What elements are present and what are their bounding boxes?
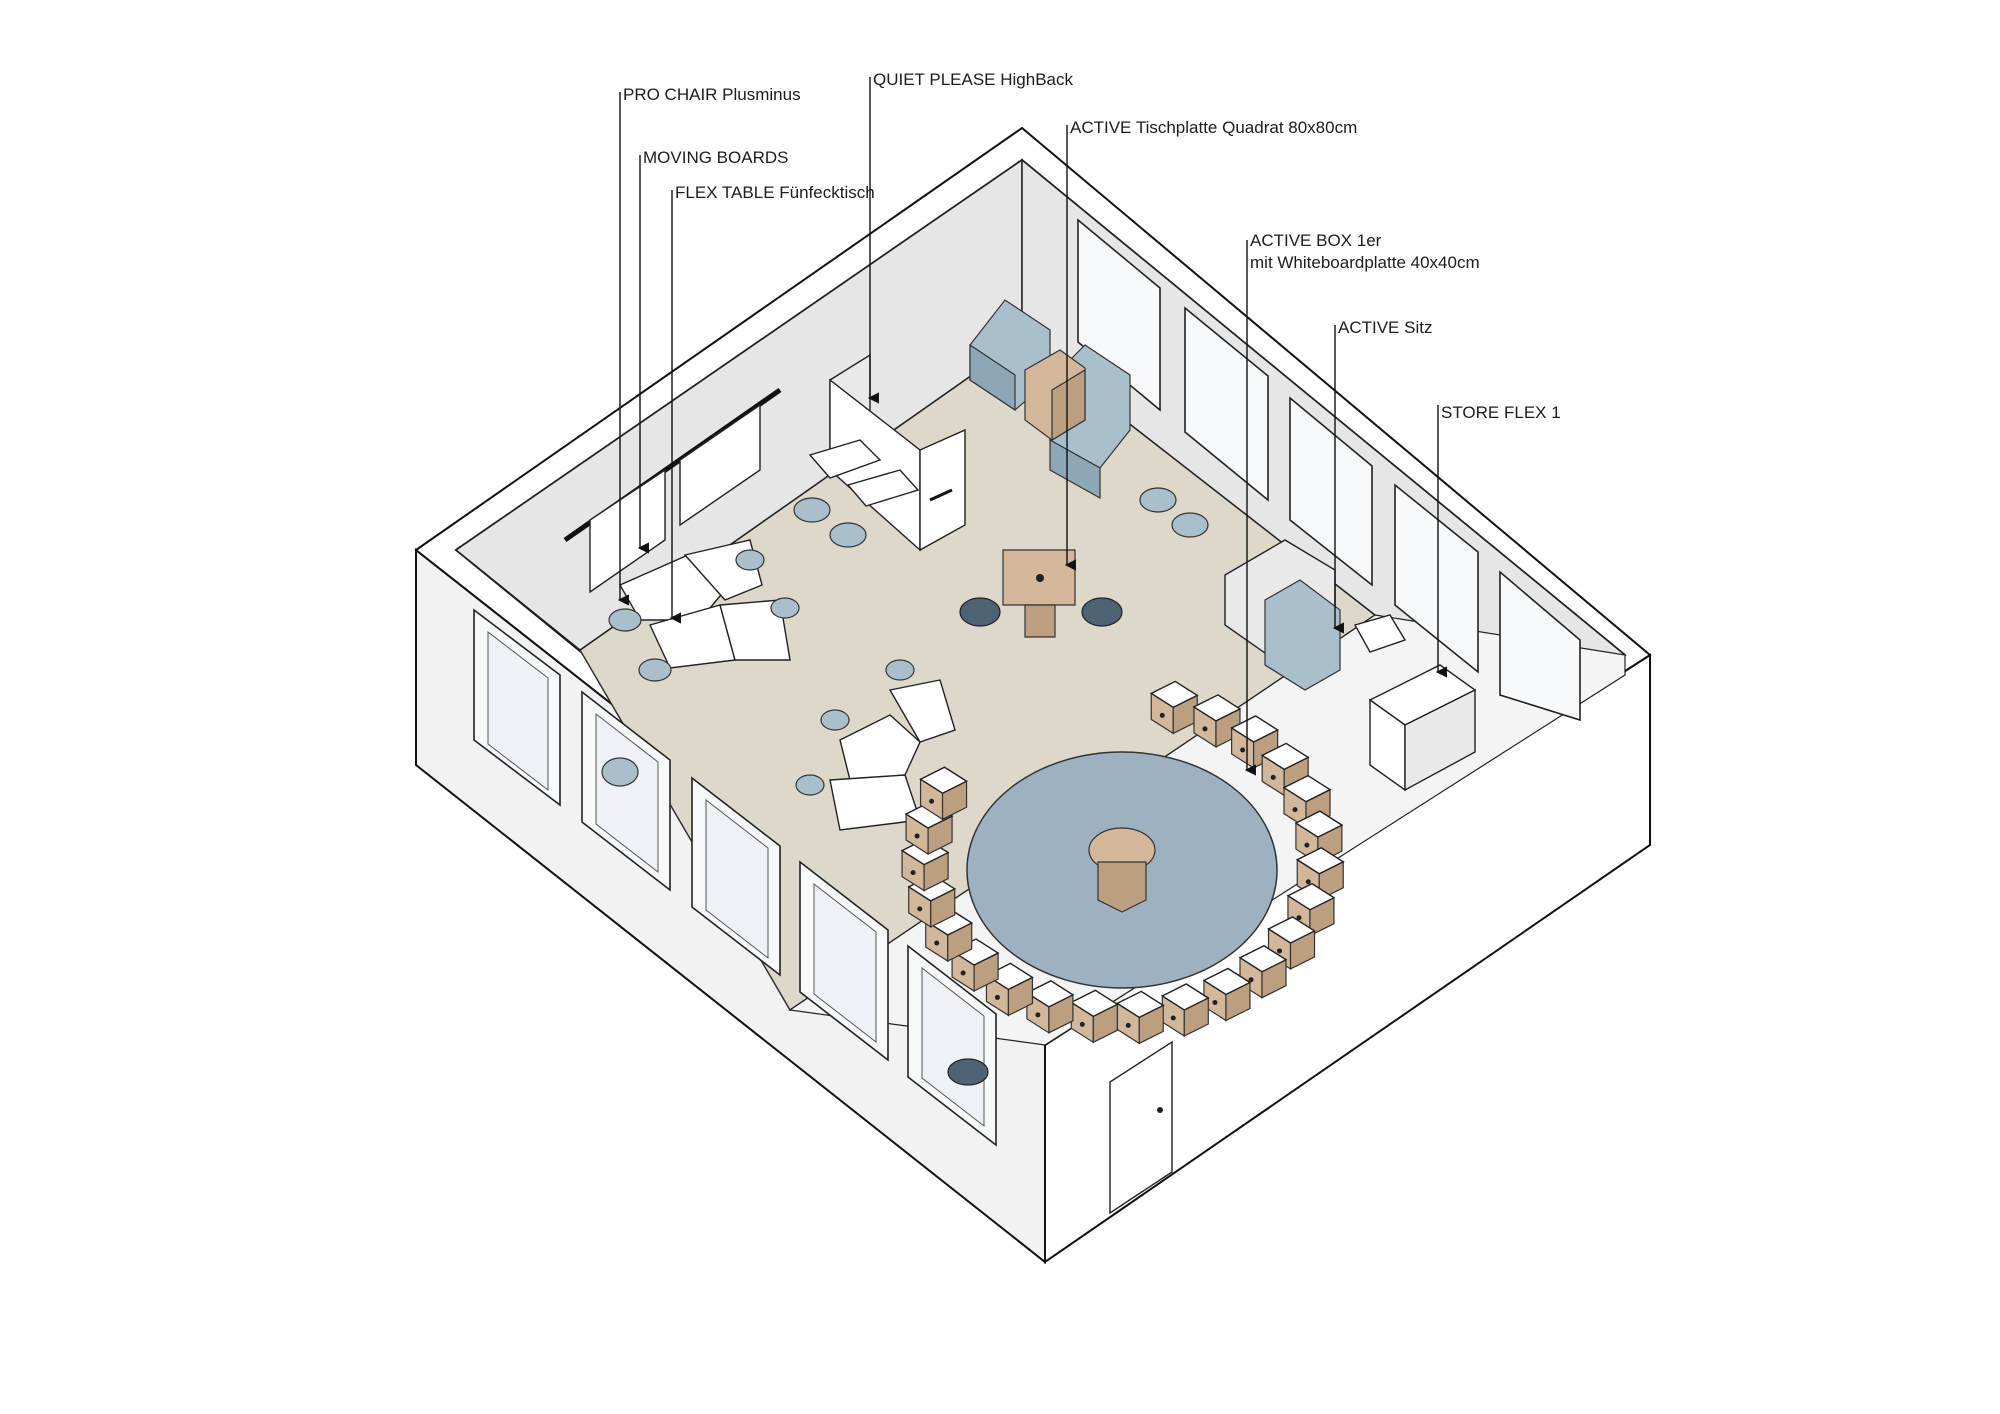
label-text-line2: mit Whiteboardplatte 40x40cm	[1250, 253, 1480, 272]
label-text: ACTIVE Sitz	[1338, 318, 1432, 337]
label-active-sitz: ACTIVE Sitz	[1332, 318, 1432, 634]
active-box	[1115, 990, 1165, 1045]
active-box	[904, 801, 954, 856]
active-sitz-lounge	[1224, 539, 1407, 691]
active-box	[1202, 967, 1252, 1022]
label-text: MOVING BOARDS	[643, 148, 788, 167]
window	[799, 860, 889, 1062]
label-pro-chair: PRO CHAIR Plusminus	[617, 85, 801, 606]
label-text: FLEX TABLE Fünfecktisch	[675, 183, 875, 202]
label-quiet-please: QUIET PLEASE HighBack	[867, 70, 1073, 404]
label-flex-table: FLEX TABLE Fünfecktisch	[669, 183, 875, 624]
label-moving-boards: MOVING BOARDS	[637, 148, 788, 554]
label-store-flex: STORE FLEX 1	[1435, 403, 1561, 678]
label-text: ACTIVE Tischplatte Quadrat 80x80cm	[1070, 118, 1357, 137]
windows-outer-left	[473, 608, 997, 1147]
store-flex-cabinet	[1368, 664, 1477, 792]
active-box	[1294, 810, 1344, 865]
window	[907, 944, 997, 1147]
label-text: PRO CHAIR Plusminus	[623, 85, 801, 104]
window	[581, 690, 671, 892]
label-text: QUIET PLEASE HighBack	[873, 70, 1073, 89]
label-text: STORE FLEX 1	[1441, 403, 1561, 422]
active-box	[1069, 989, 1119, 1044]
sofa-back	[969, 299, 1131, 500]
stools-back	[793, 487, 1209, 548]
label-text: ACTIVE BOX 1er	[1250, 231, 1382, 250]
annotations: PRO CHAIR Plusminus MOVING BOARDS FLEX T…	[617, 70, 1561, 776]
active-table-square	[959, 549, 1123, 638]
active-box	[1238, 944, 1288, 999]
active-box	[1286, 882, 1336, 937]
active-box	[919, 766, 968, 821]
door	[1109, 1040, 1173, 1215]
active-box-circle	[900, 680, 1345, 1045]
quiet-please-booth	[808, 353, 966, 552]
active-box	[1160, 983, 1210, 1038]
label-active-tischplatte: ACTIVE Tischplatte Quadrat 80x80cm	[1064, 118, 1357, 571]
window	[691, 776, 781, 977]
active-box-ring	[900, 680, 1345, 1045]
center-table	[1088, 827, 1156, 913]
window	[473, 608, 561, 807]
active-box	[1267, 916, 1316, 971]
label-active-box: ACTIVE BOX 1er mit Whiteboardplatte 40x4…	[1244, 231, 1480, 776]
pro-chair	[608, 549, 800, 682]
flex-table-cluster-1	[608, 539, 800, 682]
